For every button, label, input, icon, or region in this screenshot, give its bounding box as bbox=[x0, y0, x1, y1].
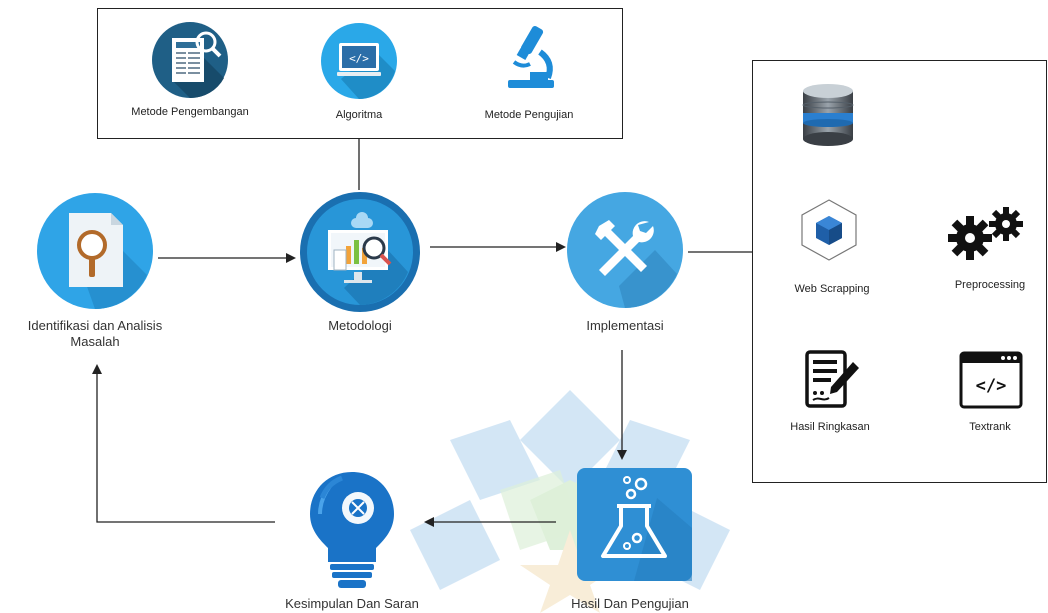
metodologi-label: Metodologi bbox=[328, 318, 392, 333]
kesimpulan-label: Kesimpulan Dan Saran bbox=[285, 596, 419, 611]
hasil-pengujian-label: Hasil Dan Pengujian bbox=[571, 596, 689, 611]
database-icon bbox=[802, 84, 854, 146]
microscope-icon bbox=[508, 25, 554, 88]
implementasi-label: Implementasi bbox=[586, 318, 664, 333]
svg-text:</>: </> bbox=[976, 376, 1007, 396]
tools-icon bbox=[567, 192, 683, 308]
identifikasi-label-2: Masalah bbox=[70, 334, 120, 349]
svg-text:</>: </> bbox=[349, 52, 369, 65]
metode-pengujian-label: Metode Pengujian bbox=[484, 109, 574, 121]
code-monitor-icon: </> bbox=[321, 23, 397, 99]
gears-icon bbox=[948, 207, 1023, 260]
code-window-icon: </> bbox=[959, 351, 1023, 409]
document-search-icon bbox=[152, 22, 228, 99]
metode-pengembangan-label: Metode Pengembangan bbox=[131, 106, 249, 118]
preprocessing-label: Preprocessing bbox=[954, 279, 1026, 291]
lightbulb-icon bbox=[310, 472, 394, 588]
implementation-detail-box bbox=[752, 60, 1047, 483]
cube-icon bbox=[801, 199, 857, 261]
hasil-ringkasan-label: Hasil Ringkasan bbox=[790, 421, 870, 433]
document-pen-icon bbox=[805, 350, 859, 408]
algoritma-label: Algoritma bbox=[335, 109, 383, 121]
magnifier-document-icon bbox=[37, 193, 153, 309]
flask-icon bbox=[577, 468, 692, 581]
identifikasi-label-1: Identifikasi dan Analisis bbox=[27, 318, 163, 333]
textrank-label: Textrank bbox=[969, 421, 1011, 433]
web-scrapping-label: Web Scrapping bbox=[794, 283, 870, 295]
analytics-dashboard-icon bbox=[300, 192, 420, 312]
